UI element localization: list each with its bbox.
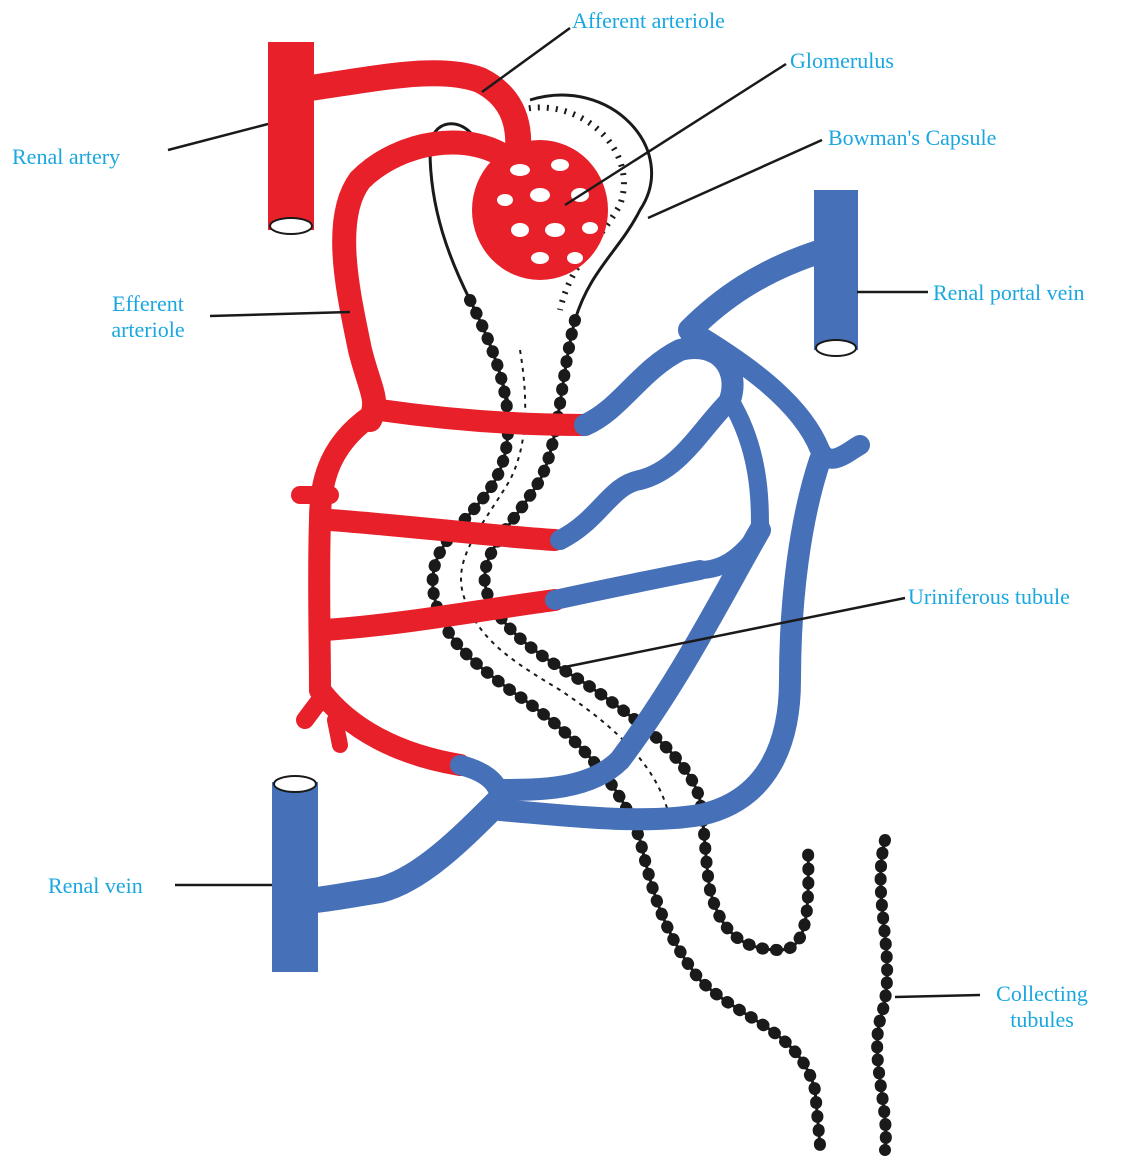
renal-artery-trunk: [268, 42, 314, 230]
label-collecting-line-1: Collecting: [982, 981, 1102, 1007]
leader-efferent-arteriole: [210, 312, 350, 316]
glomerulus: [472, 140, 608, 280]
efferent-branch-left: [319, 410, 380, 690]
leader-bowmans-capsule: [648, 140, 822, 218]
label-glomerulus: Glomerulus: [790, 48, 894, 74]
label-uriniferous-tubule: Uriniferous tubule: [908, 584, 1070, 610]
renal-artery-opening: [270, 218, 312, 234]
label-collecting-line-2: tubules: [982, 1007, 1102, 1033]
label-efferent-line-1: Efferent: [98, 291, 198, 317]
label-efferent-line-2: arteriole: [98, 317, 198, 343]
renal-portal-vein-trunk: [814, 190, 858, 350]
label-efferent-arteriole: Efferent arteriole: [98, 291, 198, 343]
label-renal-vein: Renal vein: [48, 873, 143, 899]
renal-portal-vein-opening: [816, 340, 856, 356]
label-collecting-tubules: Collecting tubules: [982, 981, 1102, 1033]
leader-renal-artery: [168, 124, 268, 150]
label-bowmans-capsule: Bowman's Capsule: [828, 125, 996, 151]
efferent-branch-2: [330, 520, 555, 540]
leader-collecting-tubules: [895, 995, 980, 997]
renal-vein-opening: [274, 776, 316, 792]
leader-glomerulus: [565, 64, 786, 205]
label-afferent-arteriole: Afferent arteriole: [572, 8, 725, 34]
label-renal-portal-vein: Renal portal vein: [933, 280, 1085, 306]
renal-vein-trunk: [272, 782, 318, 972]
leader-afferent-arteriole: [482, 28, 570, 92]
label-renal-artery: Renal artery: [12, 144, 120, 170]
leader-uriniferous-tubule: [560, 598, 905, 668]
